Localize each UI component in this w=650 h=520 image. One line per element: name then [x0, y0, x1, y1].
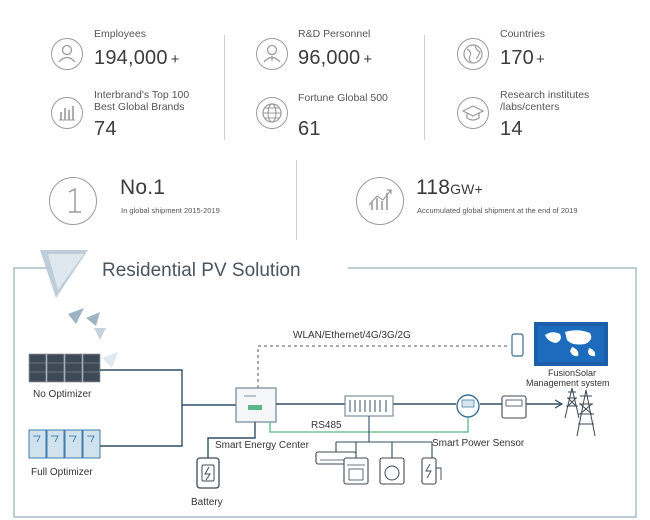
smart-energy-center-label: Smart Energy Center [215, 440, 310, 451]
smartphone-icon [511, 333, 524, 357]
bar-chart-icon [51, 97, 83, 129]
employees-label: Employees [94, 28, 146, 40]
shipment-rank-value: No.1 [120, 176, 166, 199]
employees-icon [51, 38, 83, 70]
interbrand-label: Interbrand's Top 100 Best Global Brands [94, 89, 189, 113]
comm-link-label: WLAN/Ethernet/4G/3G/2G [293, 330, 411, 341]
management-title: FusionSolar [548, 368, 596, 378]
employees-number: 194,000 [94, 47, 168, 69]
rd-personnel-value: 96,000+ [298, 47, 372, 70]
research-label-line2: /labs/centers [500, 101, 560, 113]
countries-value: 170+ [500, 47, 545, 70]
research-label-line1: Research institutes [500, 89, 590, 101]
decor-triangle [48, 254, 84, 290]
battery-icon [196, 457, 220, 489]
rd-personnel-icon [256, 38, 288, 70]
divider [424, 35, 425, 140]
fusionsolar-map-icon [534, 322, 608, 366]
no-optimizer-label: No Optimizer [33, 389, 92, 400]
divider [296, 160, 297, 240]
countries-suffix: + [535, 51, 545, 68]
full-optimizer-label: Full Optimizer [31, 467, 93, 478]
accumulated-shipment-subtitle: Accumulated global shipment at the end o… [417, 206, 578, 215]
rd-number: 96,000 [298, 47, 361, 69]
diagram-title: Residential PV Solution [102, 260, 301, 281]
solar-panels-full-optimizer [28, 429, 101, 459]
solar-panels-no-optimizer [28, 353, 101, 383]
battery-line [207, 422, 256, 458]
employees-suffix: + [170, 51, 180, 68]
globe-icon [457, 38, 489, 70]
rd-suffix: + [363, 51, 373, 68]
grid-arrow [554, 399, 564, 409]
interbrand-label-line1: Interbrand's Top 100 [94, 89, 190, 101]
wireless-link-line [257, 345, 508, 388]
research-label: Research institutes /labs/centers [500, 89, 589, 113]
shipment-rank-subtitle: In global shipment 2015-2019 [121, 206, 220, 215]
growth-chart-icon [356, 177, 404, 225]
countries-label: Countries [500, 28, 545, 40]
oven-icon [343, 457, 369, 485]
interbrand-label-line2: Best Global Brands [94, 101, 185, 113]
fortune-label: Fortune Global 500 [298, 92, 388, 104]
decor-triangle [94, 328, 106, 340]
interbrand-value: 74 [94, 118, 117, 140]
rs485-label: RS485 [311, 420, 342, 431]
pv-string-line [100, 369, 236, 406]
research-value: 14 [500, 118, 523, 140]
accumulated-shipment-unit: GW+ [450, 181, 483, 197]
accumulated-shipment-number: 118 [416, 176, 451, 199]
employees-value: 194,000+ [94, 47, 180, 70]
pv-diagram: Residential PV Solution WLAN/Ethernet/4G… [13, 250, 637, 518]
diagram-frame [13, 267, 637, 518]
management-subtitle: Management system [526, 378, 610, 388]
pv-string-line [100, 405, 183, 447]
divider [224, 35, 225, 140]
decor-triangle [86, 312, 100, 326]
decor-triangle [102, 352, 118, 368]
smart-power-sensor-label: Smart Power Sensor [432, 438, 525, 449]
load-bus-line [335, 416, 433, 458]
fortune-value: 61 [298, 118, 321, 140]
electricity-meter-icon [501, 395, 527, 419]
battery-label: Battery [191, 497, 223, 508]
fortune-globe-icon [256, 97, 288, 129]
number-one-icon [49, 177, 97, 225]
smart-energy-center-icon [235, 387, 277, 423]
rd-personnel-label: R&D Personnel [298, 28, 371, 40]
countries-number: 170 [500, 47, 534, 69]
accumulated-shipment-value: 118GW+ [416, 176, 483, 200]
decor-triangle [68, 308, 84, 324]
stats-panel: Employees 194,000+ R&D Personnel 96,000+… [0, 0, 650, 240]
transmission-tower-icon [564, 387, 596, 437]
graduation-cap-icon [457, 97, 489, 129]
